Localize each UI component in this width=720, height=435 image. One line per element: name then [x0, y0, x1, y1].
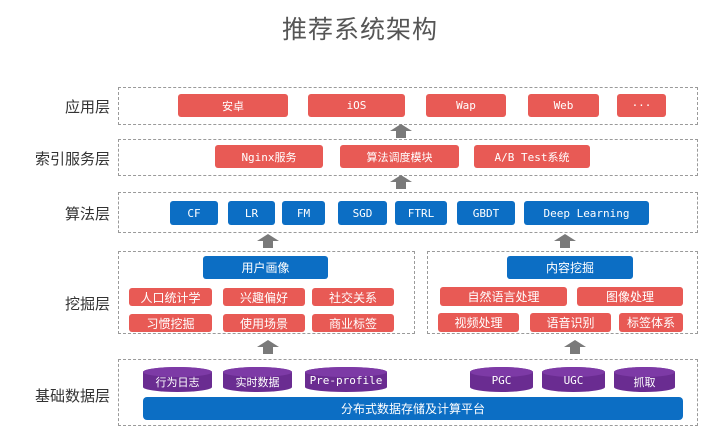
- index-service-layer-box: [118, 139, 698, 176]
- app-more: ···: [617, 94, 666, 117]
- database-icon: [305, 367, 387, 392]
- app-wap: Wap: [426, 94, 506, 117]
- algorithm-layer-box: [118, 192, 698, 233]
- database-icon: [223, 367, 292, 392]
- user-profile-item: 习惯挖掘: [129, 314, 212, 332]
- app-web: Web: [528, 94, 599, 117]
- user-profile-item: 商业标签: [312, 314, 394, 332]
- content-mining-item: 语音识别: [530, 313, 611, 332]
- data-source-cylinder: PGC: [470, 367, 533, 392]
- content-mining-title: 内容挖掘: [507, 256, 633, 279]
- service-nginx: Nginx服务: [215, 145, 323, 168]
- data-source-label: PGC: [491, 374, 512, 387]
- user-profile-item: 社交关系: [312, 288, 394, 306]
- user-profile-title: 用户画像: [203, 256, 328, 279]
- app-android: 安卓: [178, 94, 288, 117]
- data-source-label: Pre-profile: [309, 374, 383, 387]
- layer-label-application: 应用层: [64, 98, 110, 116]
- service-ab-test: A/B Test系统: [474, 145, 590, 168]
- arrow-up-icon: [257, 234, 279, 248]
- data-source-label: 抓取: [633, 376, 656, 389]
- app-ios: iOS: [308, 94, 405, 117]
- user-profile-item: 使用场景: [223, 314, 305, 332]
- algo-deep-learning: Deep Learning: [524, 201, 649, 225]
- arrow-up-icon: [390, 124, 412, 138]
- arrow-up-icon: [554, 234, 576, 248]
- distributed-platform-bar: 分布式数据存储及计算平台: [143, 397, 683, 420]
- database-icon: [470, 367, 533, 392]
- algo-gbdt: GBDT: [457, 201, 515, 225]
- arrow-up-icon: [257, 340, 279, 354]
- user-profile-item: 兴趣偏好: [223, 288, 305, 306]
- user-profile-box: [118, 251, 415, 334]
- data-source-label: 实时数据: [235, 376, 280, 389]
- database-icon: [614, 367, 675, 392]
- diagram-title: 推荐系统架构: [281, 15, 438, 44]
- content-mining-box: [427, 251, 698, 334]
- content-mining-item: 视频处理: [438, 313, 519, 332]
- data-source-cylinder: UGC: [542, 367, 605, 392]
- service-algorithm-scheduler: 算法调度模块: [340, 145, 459, 168]
- algo-cf: CF: [170, 201, 218, 225]
- content-mining-item: 自然语言处理: [440, 287, 567, 306]
- algo-lr: LR: [228, 201, 275, 225]
- layer-label-index-service: 索引服务层: [34, 150, 110, 168]
- layer-label-mining: 挖掘层: [64, 295, 110, 313]
- arrow-up-icon: [390, 175, 412, 189]
- application-layer-box: [118, 87, 698, 125]
- data-source-label: UGC: [563, 374, 584, 387]
- data-source-cylinder: 实时数据: [223, 367, 292, 392]
- data-source-cylinder: 抓取: [614, 367, 675, 392]
- arrow-up-icon: [564, 340, 586, 354]
- content-mining-item: 图像处理: [577, 287, 683, 306]
- data-source-cylinder: Pre-profile: [305, 367, 387, 392]
- content-mining-item: 标签体系: [619, 313, 683, 332]
- user-profile-item: 人口统计学: [129, 288, 212, 306]
- database-icon: [542, 367, 605, 392]
- algo-fm: FM: [282, 201, 325, 225]
- algo-sgd: SGD: [338, 201, 387, 225]
- layer-label-base-data: 基础数据层: [34, 387, 110, 405]
- base-data-layer-box: [118, 359, 698, 426]
- layer-label-algorithm: 算法层: [64, 205, 110, 223]
- data-source-label: 行为日志: [155, 376, 200, 389]
- data-source-cylinder: 行为日志: [143, 367, 212, 392]
- database-icon: [143, 367, 212, 392]
- algo-ftrl: FTRL: [395, 201, 447, 225]
